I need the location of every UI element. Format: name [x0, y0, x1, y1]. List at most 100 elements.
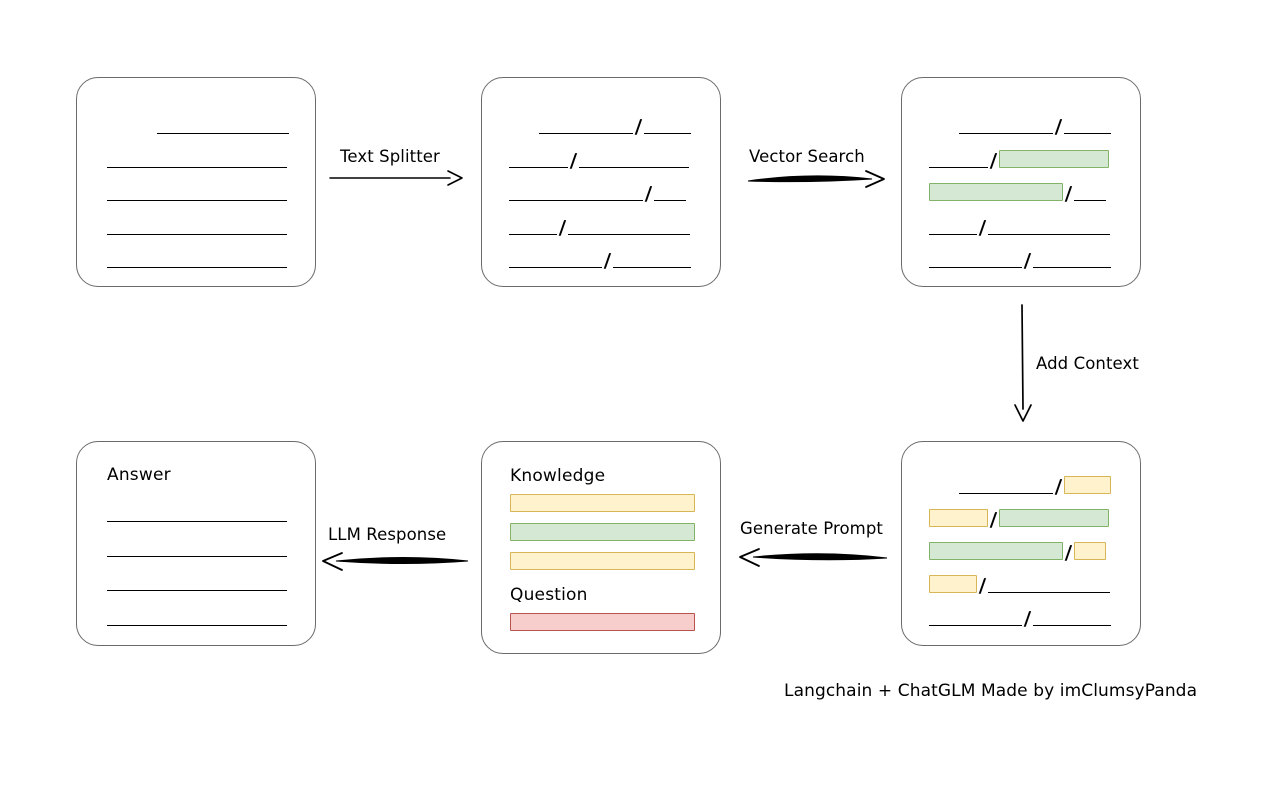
highlight-segment-green [929, 542, 1063, 560]
chunk-separator-slash: / [644, 183, 653, 205]
document-line: / [929, 149, 1115, 172]
document-line [107, 541, 289, 557]
node-vector-matched[interactable]: / / / / / [901, 77, 1141, 287]
prompt-bar-row [510, 494, 700, 512]
prompt-bar-yellow [510, 494, 695, 512]
text-line-segment [1063, 121, 1111, 134]
document-line: / [929, 250, 1115, 272]
highlight-segment-green [929, 183, 1063, 201]
text-line-segment [539, 121, 633, 134]
text-line-segment [929, 222, 977, 235]
document-line: / [929, 509, 1115, 531]
highlight-segment-green [998, 149, 1109, 168]
edge-label-add-context: Add Context [1036, 354, 1139, 373]
prompt-bar-red [510, 613, 695, 631]
chunk-separator-slash: / [558, 216, 567, 239]
text-line-segment [157, 121, 289, 134]
arrow-generate-prompt [739, 548, 888, 567]
split-chunks-lines: / / / / / [509, 116, 695, 272]
text-line-segment [643, 121, 691, 134]
prompt-bar-yellow [510, 552, 695, 570]
text-line-segment [929, 255, 1022, 268]
text-line-segment [107, 155, 287, 168]
text-line-segment [107, 578, 287, 592]
line-indent [509, 133, 539, 134]
text-line-segment [567, 222, 690, 235]
text-line-segment [509, 188, 643, 201]
text-line-segment [987, 222, 1110, 235]
highlight-segment-yellow [929, 509, 988, 527]
text-line-segment [653, 188, 686, 201]
document-line: / [929, 116, 1115, 138]
line-indent [929, 133, 959, 134]
line-indent [107, 133, 157, 134]
edge-label-generate-prompt: Generate Prompt [740, 519, 883, 538]
text-line-segment [1073, 188, 1106, 201]
edge-label-vector-search: Vector Search [749, 147, 865, 166]
chunk-separator-slash: / [634, 116, 643, 138]
document-line: / [509, 116, 695, 138]
document-line: / [509, 216, 695, 239]
chunk-separator-slash: / [569, 149, 578, 172]
text-line-segment [107, 613, 287, 626]
arrow-llm-response [322, 552, 469, 571]
prompt-bar-row [510, 523, 700, 541]
text-line-segment [929, 155, 988, 168]
document-line: / [929, 183, 1115, 205]
answer-label: Answer [107, 465, 171, 485]
chunk-separator-slash: / [978, 575, 987, 597]
prompt-knowledge-label: Knowledge [510, 466, 606, 486]
diagram-caption: Langchain + ChatGLM Made by imClumsyPand… [784, 681, 1198, 701]
node-source-document[interactable] [76, 77, 316, 287]
node-prompt[interactable]: Knowledge Question [481, 441, 721, 654]
highlight-segment-yellow [929, 575, 977, 593]
text-line-segment [509, 255, 602, 268]
chunk-separator-slash: / [1054, 476, 1063, 498]
prompt-question-label: Question [510, 585, 588, 605]
chunk-separator-slash: / [1064, 542, 1073, 564]
highlight-segment-green [998, 509, 1109, 527]
document-line [107, 252, 289, 268]
vector-matched-lines: / / / / / [929, 116, 1115, 272]
chunk-separator-slash: / [989, 149, 998, 172]
arrow-vector-search [747, 170, 885, 188]
document-line: / [929, 575, 1115, 597]
highlight-segment-yellow [1073, 542, 1106, 560]
text-line-segment [987, 580, 1110, 593]
document-line [107, 575, 289, 592]
chunk-separator-slash: / [603, 250, 612, 272]
chunk-separator-slash: / [1054, 116, 1063, 138]
prompt-bar-row [510, 613, 700, 631]
document-line [107, 152, 289, 168]
text-line-segment [107, 188, 287, 201]
node-context-added[interactable]: / / / / / [901, 441, 1141, 646]
chunk-separator-slash: / [989, 509, 998, 531]
document-line: / [509, 149, 695, 172]
text-line-segment [509, 222, 557, 235]
text-line-segment [959, 481, 1053, 494]
chunk-separator-slash: / [1023, 250, 1032, 272]
context-added-lines: / / / / / [929, 476, 1115, 630]
text-line-segment [107, 544, 287, 557]
node-answer[interactable]: Answer [76, 441, 316, 646]
chunk-separator-slash: / [978, 216, 987, 239]
document-line: / [509, 250, 695, 272]
text-line-segment [1032, 613, 1111, 626]
document-line [107, 219, 289, 235]
prompt-bar-green [510, 523, 695, 541]
text-line-segment [107, 509, 287, 522]
document-line: / [509, 183, 695, 205]
arrow-text-splitter [329, 170, 463, 186]
document-line [107, 185, 289, 201]
text-line-segment [578, 155, 689, 168]
prompt-bar-row [510, 552, 700, 570]
text-line-segment [959, 121, 1053, 134]
document-line: / [929, 608, 1115, 630]
text-line-segment [612, 255, 691, 268]
text-line-segment [929, 613, 1022, 626]
document-line [107, 610, 289, 626]
node-split-chunks[interactable]: / / / / / [481, 77, 721, 287]
text-line-segment [509, 155, 568, 168]
chunk-separator-slash: / [1023, 608, 1032, 630]
